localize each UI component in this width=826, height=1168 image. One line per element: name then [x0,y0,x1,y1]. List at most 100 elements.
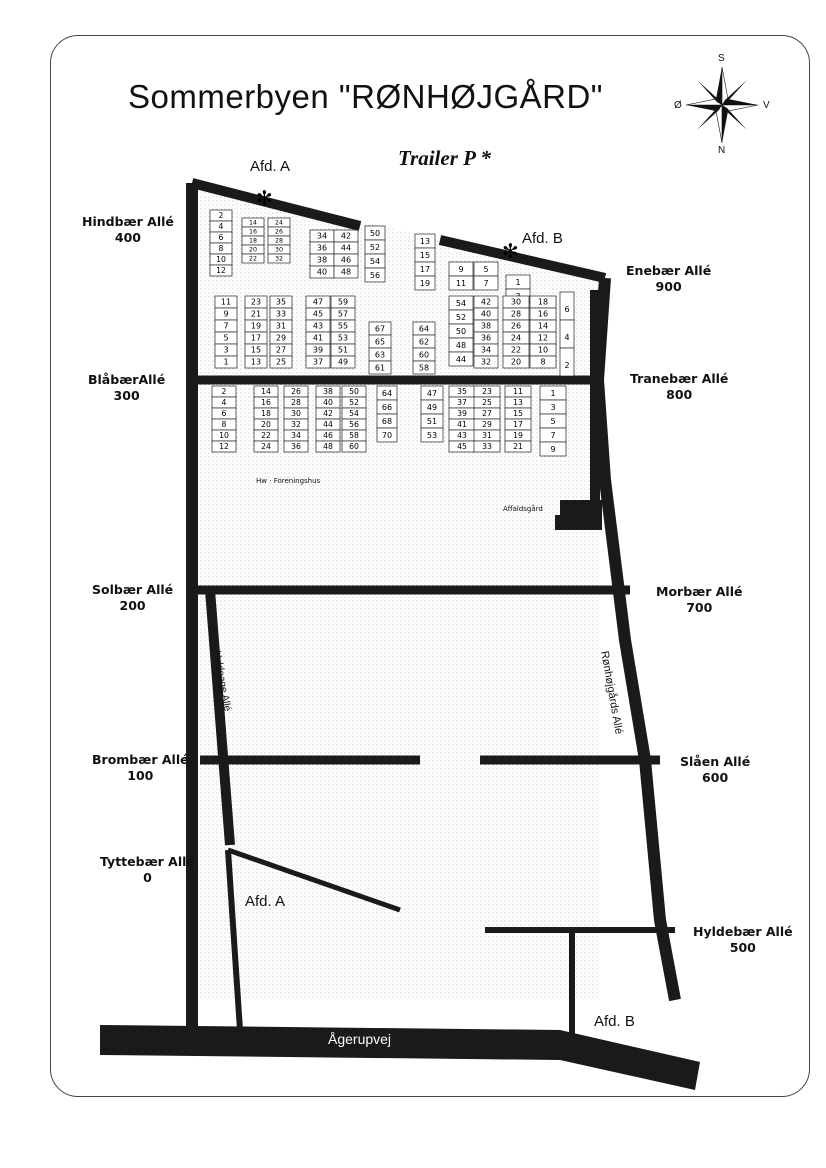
plot-number: 46 [341,256,351,265]
plot-number: 16 [538,310,548,319]
plot-number: 14 [249,219,257,226]
plot-number: 18 [261,409,271,418]
plot-number: 48 [323,442,333,451]
section-afd-b-top: Afd. B [522,230,563,247]
plot-number: 61 [375,363,385,372]
plot-number: 39 [457,409,467,418]
plot-number: 4 [222,398,227,407]
plot-number: 20 [511,358,521,367]
trailer-marker-a: ✻ [256,186,273,210]
north-road-b [438,235,607,283]
plot-number: 48 [341,268,351,277]
plot-number: 10 [538,346,548,355]
plot-number: 40 [481,310,491,319]
plot-number: 50 [456,327,466,336]
plot-number: 56 [349,420,359,429]
plot-number: 18 [538,298,548,307]
plot-number: 1 [550,389,555,398]
plot-number: 1 [223,358,228,367]
hyldeage-road [205,589,235,846]
plot-number: 4 [564,333,569,342]
plot-number: 44 [323,420,333,429]
plot-number: 48 [456,341,466,350]
plot-number: 54 [349,409,359,418]
compass-rose-icon: S N Ø V [672,53,772,156]
plot-number: 22 [261,431,271,440]
plot-number: 41 [313,334,323,343]
plot-number: 6 [564,305,569,314]
plot-number: 28 [291,398,301,407]
plot-number: 33 [276,310,286,319]
plot-number: 7 [550,431,555,440]
plot-box [315,440,341,453]
plot-number: 23 [251,298,261,307]
plot-number: 2 [564,361,569,370]
plot-box [364,267,386,283]
plot-number: 8 [222,420,227,429]
plot-box [448,351,474,367]
plot-number: 21 [251,310,261,319]
plot-box [244,355,268,369]
plot-number: 36 [481,334,491,343]
agerupvej-road [100,1025,700,1090]
plot-box [214,355,238,369]
affald-block [560,500,602,530]
plot-number: 9 [458,265,463,274]
plot-number: 20 [261,420,271,429]
compass-west: V [763,100,770,111]
plot-number: 30 [275,246,283,253]
plot-number: 65 [375,337,385,346]
plot-box [333,265,359,279]
plot-box [502,355,530,369]
plot-number: 66 [382,403,392,412]
plot-number: 25 [482,398,492,407]
plot-number: 60 [349,442,359,451]
plot-number: 16 [261,398,271,407]
plot-number: 50 [349,387,359,396]
plot-number: 62 [419,337,429,346]
plot-number: 36 [317,244,327,253]
plot-number: 3 [223,346,228,355]
plot-number: 32 [275,255,283,262]
tyttebaer-road [227,847,401,913]
plot-number: 38 [481,322,491,331]
plot-number: 59 [338,298,348,307]
plot-number: 36 [291,442,301,451]
plot-number: 15 [251,346,261,355]
plot-number: 27 [482,409,492,418]
plot-number: 68 [382,417,392,426]
plot-number: 42 [341,232,351,241]
plot-number: 2 [222,387,227,396]
plot-number: 50 [370,229,380,238]
plot-number: 19 [420,279,430,288]
plot-box [211,440,237,453]
plot-number: 18 [249,237,257,244]
plot-number: 2 [219,211,224,220]
plot-number: 22 [511,346,521,355]
plot-number: 11 [456,279,466,288]
plot-box [376,427,398,443]
plot-box [559,347,575,377]
map-subtitle: Trailer P * [398,146,491,170]
plot-box [269,355,293,369]
plot-number: 7 [483,279,488,288]
plot-number: 67 [375,324,385,333]
plot-number: 51 [427,417,437,426]
plot-number: 64 [382,389,392,398]
map-frame [50,35,810,1097]
plot-box [330,355,356,369]
plot-box [529,355,557,369]
plot-number: 34 [291,431,301,440]
plot-number: 52 [349,398,359,407]
plot-number: 52 [370,243,380,252]
plot-number: 15 [420,251,430,260]
plot-number: 4 [219,222,224,231]
plot-number: 11 [513,387,523,396]
plot-number: 35 [276,298,286,307]
plot-number: 17 [420,265,430,274]
plot-number: 10 [219,431,229,440]
